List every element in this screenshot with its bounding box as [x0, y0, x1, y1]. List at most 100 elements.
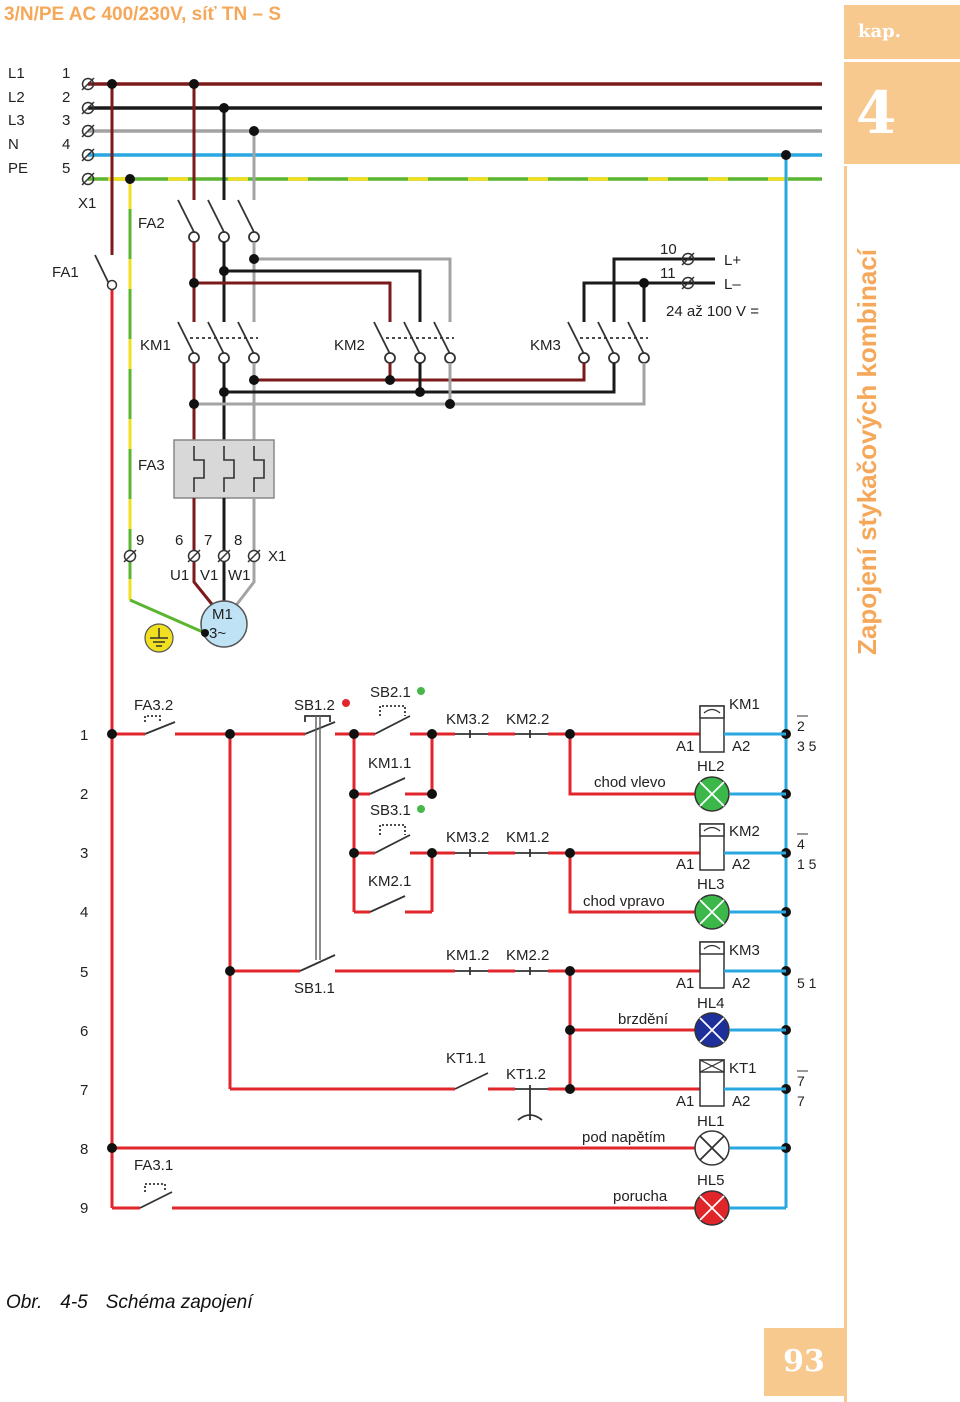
label-km22b: KM2.2	[506, 947, 549, 964]
label-pe: PE	[8, 160, 28, 177]
fa3-relay: FA3	[138, 439, 275, 499]
caption-number: 4-5	[60, 1292, 88, 1313]
label-w1: W1	[228, 567, 251, 584]
label-term-6: 6	[175, 532, 183, 549]
term-num-4: 4	[62, 136, 70, 153]
label-term-9: 9	[136, 532, 144, 549]
label-fa2: FA2	[138, 215, 165, 232]
motor-type: 3~	[209, 625, 226, 642]
control-wires	[110, 680, 700, 1210]
contactor-outputs	[189, 363, 646, 440]
lamp-hl3	[694, 894, 730, 930]
wiring-diagram: L1 L2 L3 N PE 1 2 3 4 5 X1 FA1	[8, 65, 822, 1226]
coil-km1	[699, 705, 725, 753]
label-dc-minus: L–	[724, 276, 741, 293]
label-l1: L1	[8, 65, 25, 82]
label-x1-bottom: X1	[268, 548, 286, 565]
lamp-hl1	[694, 1130, 730, 1166]
label-sb21: SB2.1	[370, 684, 411, 701]
lamp-text-chod-vpravo: chod vpravo	[583, 893, 665, 910]
lamp-text-porucha: porucha	[613, 1188, 668, 1205]
lamp-label-hl1: HL1	[697, 1113, 725, 1130]
term-num-3: 3	[62, 112, 70, 129]
row-number: 3	[80, 845, 88, 862]
label-dc-10: 10	[660, 241, 677, 258]
ref-km2: 1 5	[797, 856, 817, 872]
label-km2: KM2	[334, 337, 365, 354]
motor-name: M1	[212, 606, 233, 623]
coil-a1: A1	[676, 738, 694, 755]
contacts	[139, 705, 548, 1209]
row-number: 6	[80, 1023, 88, 1040]
coil-km2	[699, 823, 725, 871]
label-term-8: 8	[234, 532, 242, 549]
side-strip	[844, 166, 960, 1402]
coil-label-km3: KM3	[729, 942, 760, 959]
motor-leads	[123, 498, 261, 609]
coil-label-km1: KM1	[729, 696, 760, 713]
term-num-1: 1	[62, 65, 70, 82]
coil-label-kt1: KT1	[729, 1060, 757, 1077]
label-l3: L3	[8, 112, 25, 129]
coil-a2: A2	[732, 856, 750, 873]
ref-km2: 4	[797, 836, 805, 852]
lamp-label-hl5: HL5	[697, 1172, 725, 1189]
row-number: 5	[80, 964, 88, 981]
label-km12a: KM1.2	[506, 829, 549, 846]
chapter-number: 4	[844, 62, 960, 164]
control-junctions	[107, 729, 791, 1153]
row-number: 8	[80, 1141, 88, 1158]
lamp-hl5	[694, 1190, 730, 1226]
label-sb31: SB3.1	[370, 802, 411, 819]
label-km22a: KM2.2	[506, 711, 549, 728]
contactor-feeds	[189, 242, 715, 322]
row-number: 7	[80, 1082, 88, 1099]
ref-km3: 5 1	[797, 975, 817, 991]
label-fa31: FA3.1	[134, 1157, 173, 1174]
label-x1-top: X1	[78, 195, 96, 212]
ref-km1: 2	[797, 718, 805, 734]
coil-label-km2: KM2	[729, 823, 760, 840]
lamp-text-chod-vlevo: chod vlevo	[594, 774, 666, 791]
fa2-breaker: FA2	[138, 79, 260, 243]
lamp-text-brzdeni: brzdění	[618, 1011, 669, 1028]
caption-text: Schéma zapojení	[105, 1292, 253, 1313]
row-number: 4	[80, 904, 88, 921]
figure-caption: Obr. 4-5 Schéma zapojení	[6, 1292, 271, 1314]
label-l2: L2	[8, 89, 25, 106]
coils	[699, 705, 786, 1107]
label-km21: KM2.1	[368, 873, 411, 890]
ref-kt1: 7	[797, 1093, 805, 1109]
chapter-title: Zapojení stykačových kombinací	[852, 248, 882, 655]
coil-a2: A2	[732, 975, 750, 992]
control-rows: 1 2 3 4 5 6 7 8 9	[80, 727, 88, 1217]
label-dc-11: 11	[660, 265, 676, 282]
label-kt12: KT1.2	[506, 1066, 546, 1083]
label-dc-plus: L+	[724, 252, 741, 269]
label-kt11: KT1.1	[446, 1050, 486, 1067]
sb12-indicator	[342, 699, 350, 707]
coil-a2: A2	[732, 738, 750, 755]
label-sb11: SB1.1	[294, 980, 335, 997]
lamp-hl2	[694, 776, 730, 812]
label-u1: U1	[170, 567, 189, 584]
cross-references: 2 3 5 4 1 5 5 1 7 7	[797, 715, 817, 1109]
ref-km1: 3 5	[797, 738, 817, 754]
term-num-5: 5	[62, 160, 70, 177]
label-n: N	[8, 136, 19, 153]
power-buses	[88, 82, 822, 181]
lamps	[694, 776, 786, 1226]
coil-a1: A1	[676, 975, 694, 992]
coil-a1: A1	[676, 856, 694, 873]
label-km11: KM1.1	[368, 755, 411, 772]
lamp-label-hl4: HL4	[697, 995, 725, 1012]
coil-kt1	[699, 1059, 725, 1107]
fa1-branch: FA1	[52, 79, 206, 680]
lamp-hl4	[694, 1012, 730, 1048]
page-number: 93	[764, 1328, 844, 1396]
label-v1: V1	[200, 567, 218, 584]
caption-prefix: Obr.	[6, 1292, 43, 1313]
label-term-7: 7	[204, 532, 212, 549]
label-km12b: KM1.2	[446, 947, 489, 964]
row-number: 9	[80, 1200, 88, 1217]
